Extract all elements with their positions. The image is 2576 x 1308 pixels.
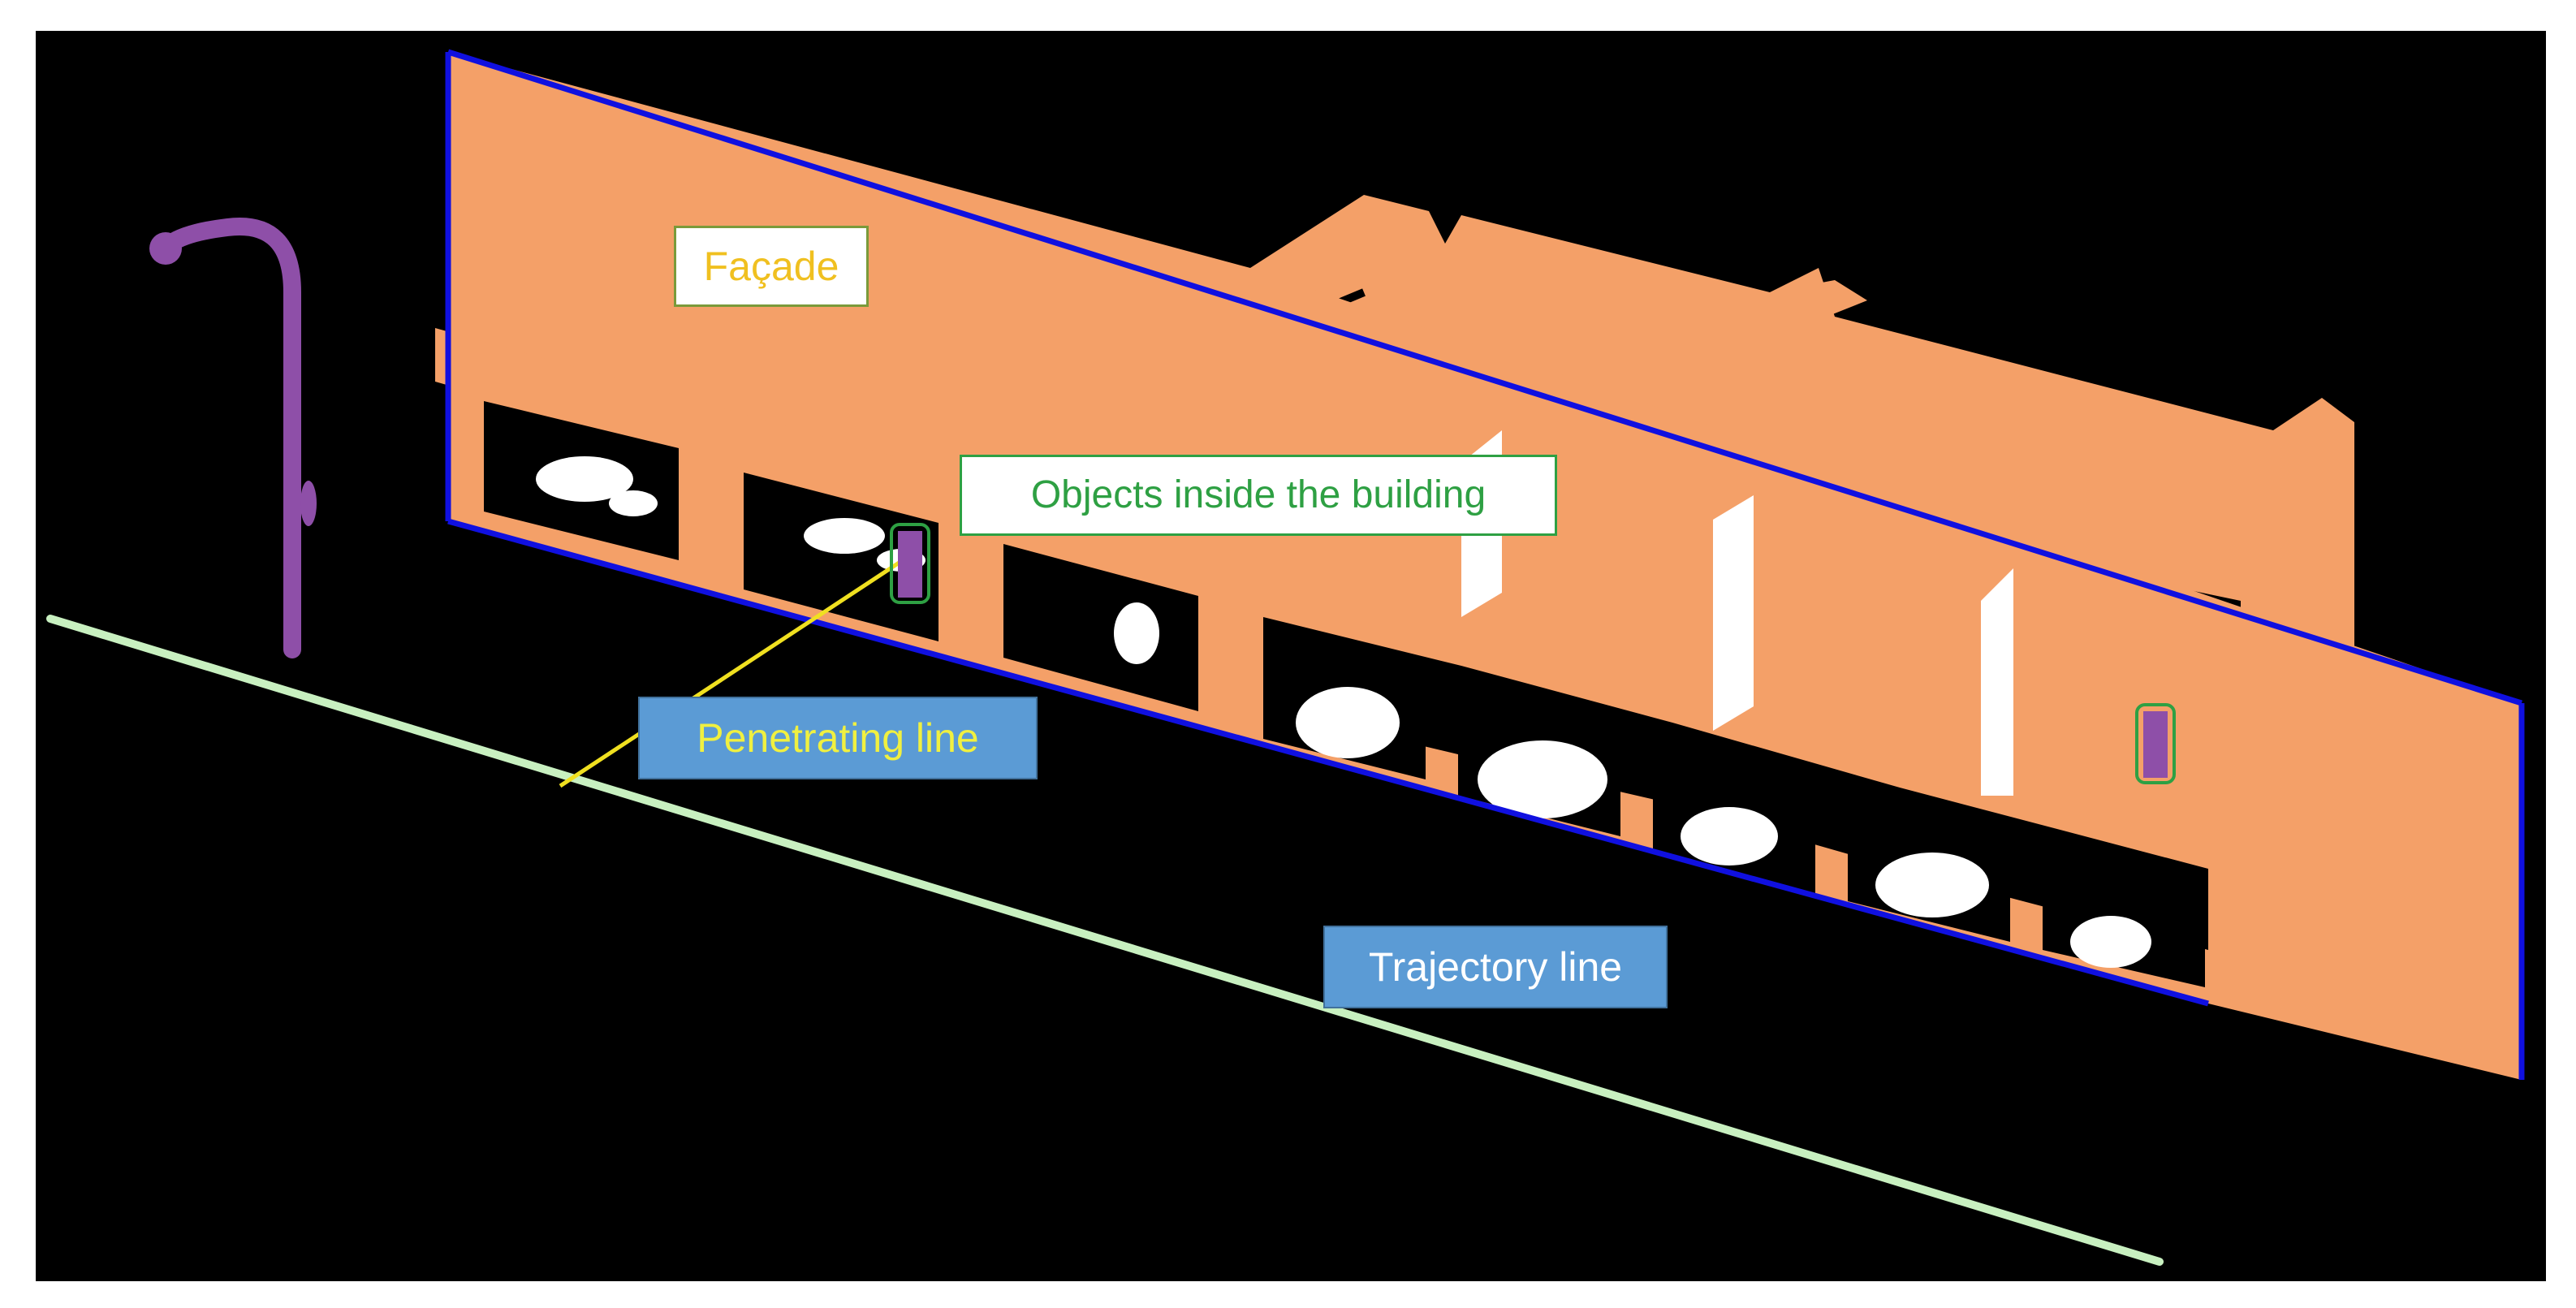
detection-box-left	[890, 523, 930, 604]
penetrating-line-label-text: Penetrating line	[697, 715, 979, 761]
trajectory-line	[46, 615, 2164, 1266]
streetlight	[149, 218, 317, 658]
back-building	[1250, 195, 2354, 650]
trajectory-line-label: Trajectory line	[1323, 926, 1668, 1008]
facade-outline	[445, 49, 2525, 1080]
detection-box-right	[2135, 703, 2176, 784]
trajectory-line-label-text: Trajectory line	[1368, 944, 1623, 990]
penetrating-line	[559, 558, 904, 788]
facade-ledge	[435, 328, 1266, 617]
detected-object-left	[890, 523, 930, 604]
objects-label: Objects inside the building	[960, 455, 1557, 536]
penetrating-line-label: Penetrating line	[638, 697, 1038, 779]
facade	[435, 49, 2525, 1080]
facade-label-text: Façade	[703, 244, 839, 289]
facade-label: Façade	[674, 226, 869, 307]
objects-label-text: Objects inside the building	[1030, 473, 1486, 516]
detected-object-right	[2135, 703, 2176, 784]
